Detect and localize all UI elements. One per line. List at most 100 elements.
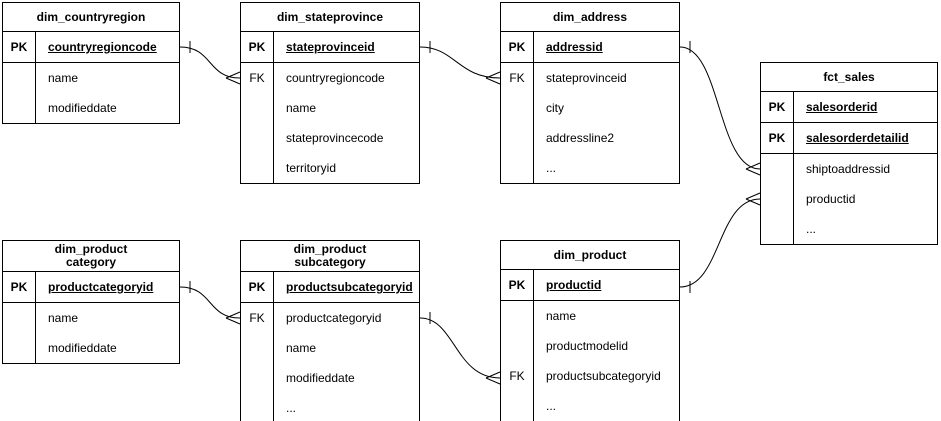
table-row: modifieddate <box>241 363 419 393</box>
entity-dim-productsubcategory[interactable]: dim_product subcategory PK productsubcat… <box>240 240 420 421</box>
table-row: FK countryregioncode <box>241 63 419 93</box>
column-name: salesorderid <box>806 100 878 114</box>
column-name: name <box>48 71 79 85</box>
column-name: name <box>48 311 79 325</box>
table-row: ... <box>501 391 679 421</box>
column-name: addressline2 <box>546 131 615 145</box>
table-row: name <box>241 333 419 363</box>
key-badge <box>501 153 534 183</box>
table-row: modifieddate <box>3 333 179 363</box>
relationship-address-fctsales[interactable] <box>679 41 761 176</box>
entity-title: dim_stateprovince <box>241 3 419 32</box>
column-name: productsubcategoryid <box>546 369 661 383</box>
entity-title: dim_product category <box>3 241 179 272</box>
column-name: ... <box>806 222 817 236</box>
crow-foot-icon <box>225 311 241 325</box>
column-name: stateprovincecode <box>286 131 384 145</box>
column-name: modifieddate <box>48 101 117 115</box>
column-name: shiptoaddressid <box>806 162 891 176</box>
entity-title: dim_product subcategory <box>241 241 419 272</box>
entity-dim-productcategory[interactable]: dim_product category PK productcategoryi… <box>2 240 180 364</box>
table-row: ... <box>241 393 419 421</box>
key-badge <box>241 123 274 153</box>
fk-badge: FK <box>241 63 274 93</box>
relationship-line <box>179 286 241 319</box>
key-badge <box>501 93 534 123</box>
entity-dim-address[interactable]: dim_address PK addressid FK stateprovinc… <box>500 2 680 184</box>
table-row: modifieddate <box>3 93 179 123</box>
column-name: productcategoryid <box>286 311 382 325</box>
column-name: city <box>546 101 564 115</box>
column-name: countryregioncode <box>48 40 157 54</box>
crow-foot-icon <box>225 71 241 85</box>
entity-dim-countryregion[interactable]: dim_countryregion PK countryregioncode n… <box>2 2 180 124</box>
column-name: stateprovinceid <box>286 40 375 54</box>
relationship-product-fctsales[interactable] <box>679 192 761 293</box>
pk-badge: PK <box>501 270 534 300</box>
key-badge <box>241 93 274 123</box>
relationship-category-subcategory[interactable] <box>179 281 241 325</box>
relationship-countryregion-stateprovince[interactable] <box>179 41 241 85</box>
key-badge <box>3 333 36 363</box>
pk-badge: PK <box>241 272 274 302</box>
key-badge <box>501 301 534 331</box>
relationship-line <box>679 198 761 288</box>
column-name: stateprovinceid <box>546 71 627 85</box>
column-name: ... <box>286 401 297 415</box>
key-badge <box>3 93 36 123</box>
fk-badge: FK <box>241 303 274 333</box>
relationship-subcategory-product[interactable] <box>419 312 501 385</box>
table-row: productmodelid <box>501 331 679 361</box>
crow-foot-icon <box>745 162 761 176</box>
table-row: name <box>3 303 179 333</box>
key-badge <box>761 214 794 244</box>
key-badge <box>501 391 534 421</box>
crow-foot-icon <box>485 71 501 85</box>
table-row: FK productcategoryid <box>241 303 419 333</box>
table-row: PK salesorderdetailid <box>761 123 937 154</box>
column-name: addressid <box>546 40 603 54</box>
relationship-line <box>419 317 501 379</box>
column-name: modifieddate <box>48 341 117 355</box>
relationship-line <box>179 46 241 79</box>
table-row: territoryid <box>241 153 419 183</box>
relationship-stateprovince-address[interactable] <box>419 41 501 85</box>
key-badge <box>501 331 534 361</box>
table-row: name <box>501 301 679 331</box>
key-badge <box>3 63 36 93</box>
key-badge <box>241 153 274 183</box>
key-badge <box>241 393 274 421</box>
table-row: ... <box>501 153 679 183</box>
fk-badge: FK <box>501 63 534 93</box>
table-row: name <box>241 93 419 123</box>
column-name: ... <box>546 399 557 413</box>
key-badge <box>3 303 36 333</box>
table-row: FK productsubcategoryid <box>501 361 679 391</box>
key-badge <box>241 363 274 393</box>
relationship-line <box>419 46 501 79</box>
table-row: city <box>501 93 679 123</box>
entity-dim-product[interactable]: dim_product PK productid name productmod… <box>500 240 680 421</box>
crow-foot-icon <box>485 371 501 385</box>
column-name: modifieddate <box>286 371 355 385</box>
key-badge <box>761 154 794 184</box>
pk-badge: PK <box>501 32 534 62</box>
entity-fct-sales[interactable]: fct_sales PK salesorderid PK salesorderd… <box>760 62 938 245</box>
column-name: territoryid <box>286 161 337 175</box>
pk-badge: PK <box>761 123 794 153</box>
column-name: countryregioncode <box>286 71 385 85</box>
column-name: name <box>546 309 577 323</box>
entity-title: dim_product <box>501 241 679 270</box>
table-row: ... <box>761 214 937 244</box>
table-row: shiptoaddressid <box>761 154 937 184</box>
entity-dim-stateprovince[interactable]: dim_stateprovince PK stateprovinceid FK … <box>240 2 420 184</box>
key-badge <box>761 184 794 214</box>
table-row: FK stateprovinceid <box>501 63 679 93</box>
table-row: PK productcategoryid <box>3 272 179 303</box>
column-name: productsubcategoryid <box>286 280 413 294</box>
table-row: PK salesorderid <box>761 92 937 123</box>
entity-title: dim_address <box>501 3 679 32</box>
column-name: productcategoryid <box>48 280 154 294</box>
table-row: PK stateprovinceid <box>241 32 419 63</box>
